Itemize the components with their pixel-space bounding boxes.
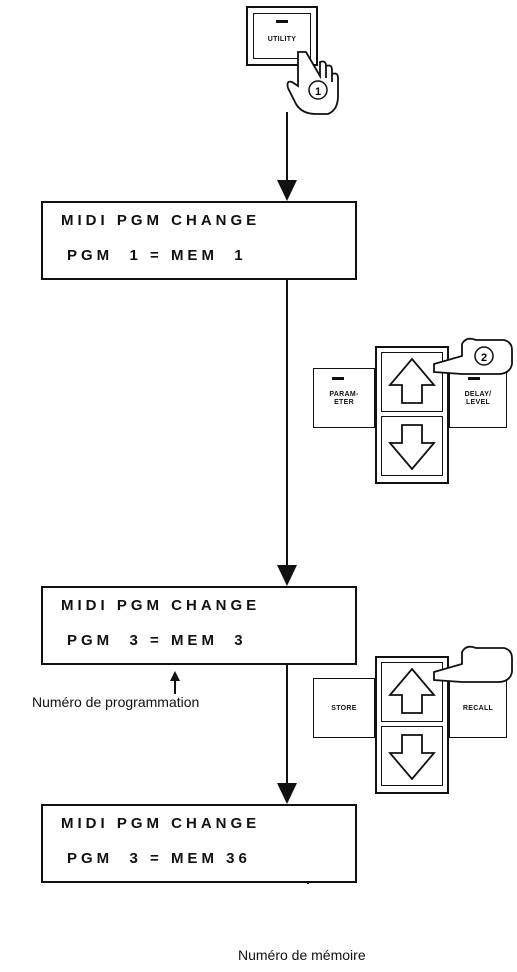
display-2-line-1: MIDI PGM CHANGE: [61, 597, 261, 614]
recall-button[interactable]: RECALL: [449, 678, 507, 738]
led-indicator: [332, 377, 344, 380]
control-panel-1: PARAM- ETER DELAY/ LEVEL: [313, 346, 507, 484]
down-arrow-button[interactable]: [381, 416, 443, 476]
display-3: MIDI PGM CHANGE PGM 3 = MEM 36: [41, 804, 357, 883]
up-arrow-button[interactable]: [381, 352, 443, 412]
utility-button-label: UTILITY: [267, 36, 297, 43]
display-3-line-1: MIDI PGM CHANGE: [61, 815, 261, 832]
down-arrow-icon: [388, 424, 436, 471]
down-arrow-button[interactable]: [381, 726, 443, 786]
display-2-line-2: PGM 3 = MEM 3: [67, 632, 247, 649]
arrow-button-block: [375, 656, 449, 794]
display-1-line-2: PGM 1 = MEM 1: [67, 247, 247, 264]
display-1: MIDI PGM CHANGE PGM 1 = MEM 1: [41, 201, 357, 280]
parameter-button-label: PARAM- ETER: [329, 391, 359, 406]
control-panel-2: STORE RECALL: [313, 656, 507, 794]
step-number: 1: [315, 86, 321, 98]
delay-level-button-label: DELAY/ LEVEL: [464, 391, 492, 406]
step-number: 2: [481, 352, 487, 364]
up-arrow-icon: [388, 667, 436, 714]
led-indicator: [468, 377, 480, 380]
memory-number-caption: Numéro de mémoire: [238, 947, 366, 963]
led-indicator: [276, 20, 288, 23]
down-arrow-2: [277, 565, 297, 586]
store-button[interactable]: STORE: [313, 678, 375, 738]
up-arrow-icon: [388, 357, 436, 404]
up-arrow-button[interactable]: [381, 662, 443, 722]
display-1-line-1: MIDI PGM CHANGE: [61, 212, 261, 229]
pointer-arrow-program: [170, 671, 180, 681]
utility-button-face: UTILITY: [253, 13, 311, 59]
program-number-caption: Numéro de programmation: [32, 694, 200, 710]
store-button-label: STORE: [331, 705, 357, 712]
arrow-button-block: [375, 346, 449, 484]
delay-level-button[interactable]: DELAY/ LEVEL: [449, 368, 507, 428]
down-arrow-3: [277, 783, 297, 804]
hand-press-icon: 1: [286, 51, 339, 115]
down-arrow-1: [277, 180, 297, 201]
parameter-button[interactable]: PARAM- ETER: [313, 368, 375, 428]
down-arrow-icon: [388, 734, 436, 781]
display-3-line-2: PGM 3 = MEM 36: [67, 850, 251, 867]
recall-button-label: RECALL: [462, 705, 494, 712]
display-2: MIDI PGM CHANGE PGM 3 = MEM 3: [41, 586, 357, 665]
hand-point-icon: [433, 645, 513, 683]
hand-point-icon: 2: [433, 337, 513, 375]
